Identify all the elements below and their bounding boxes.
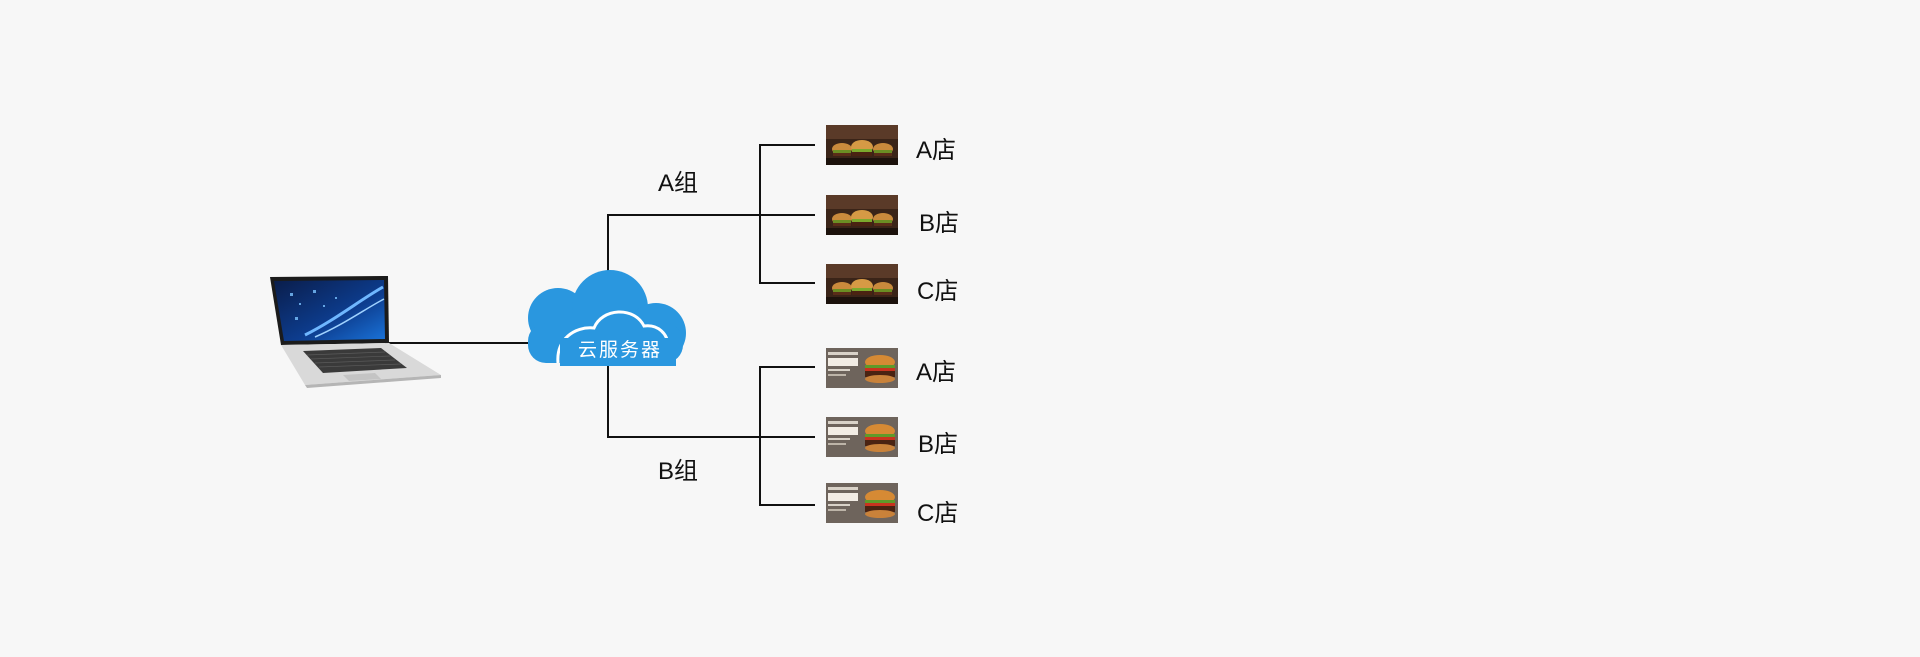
laptop-icon: [270, 276, 441, 388]
group-a-store-a-label: A店: [916, 137, 957, 164]
cloud-server-label: 云服务器: [577, 340, 662, 361]
burger-banner-icon: [826, 264, 898, 304]
deluxe-burger-banner-icon: [826, 348, 898, 388]
group-a-label: A组: [658, 170, 699, 197]
group-b-store-b-label: B店: [918, 431, 959, 458]
burger-banner-icon: [826, 125, 898, 165]
burger-banner-icon: [826, 195, 898, 235]
cloud-icon: [528, 270, 686, 366]
group-a-store-b-label: B店: [919, 210, 960, 237]
group-b-store-c-label: C店: [917, 500, 959, 527]
group-b-label: B组: [658, 458, 699, 485]
group-b-store-a-label: A店: [916, 359, 957, 386]
deluxe-burger-banner-icon: [826, 417, 898, 457]
deluxe-burger-banner-icon: [826, 483, 898, 523]
group-a-store-c-label: C店: [917, 278, 959, 305]
group-b-trunk-line: [607, 365, 760, 438]
